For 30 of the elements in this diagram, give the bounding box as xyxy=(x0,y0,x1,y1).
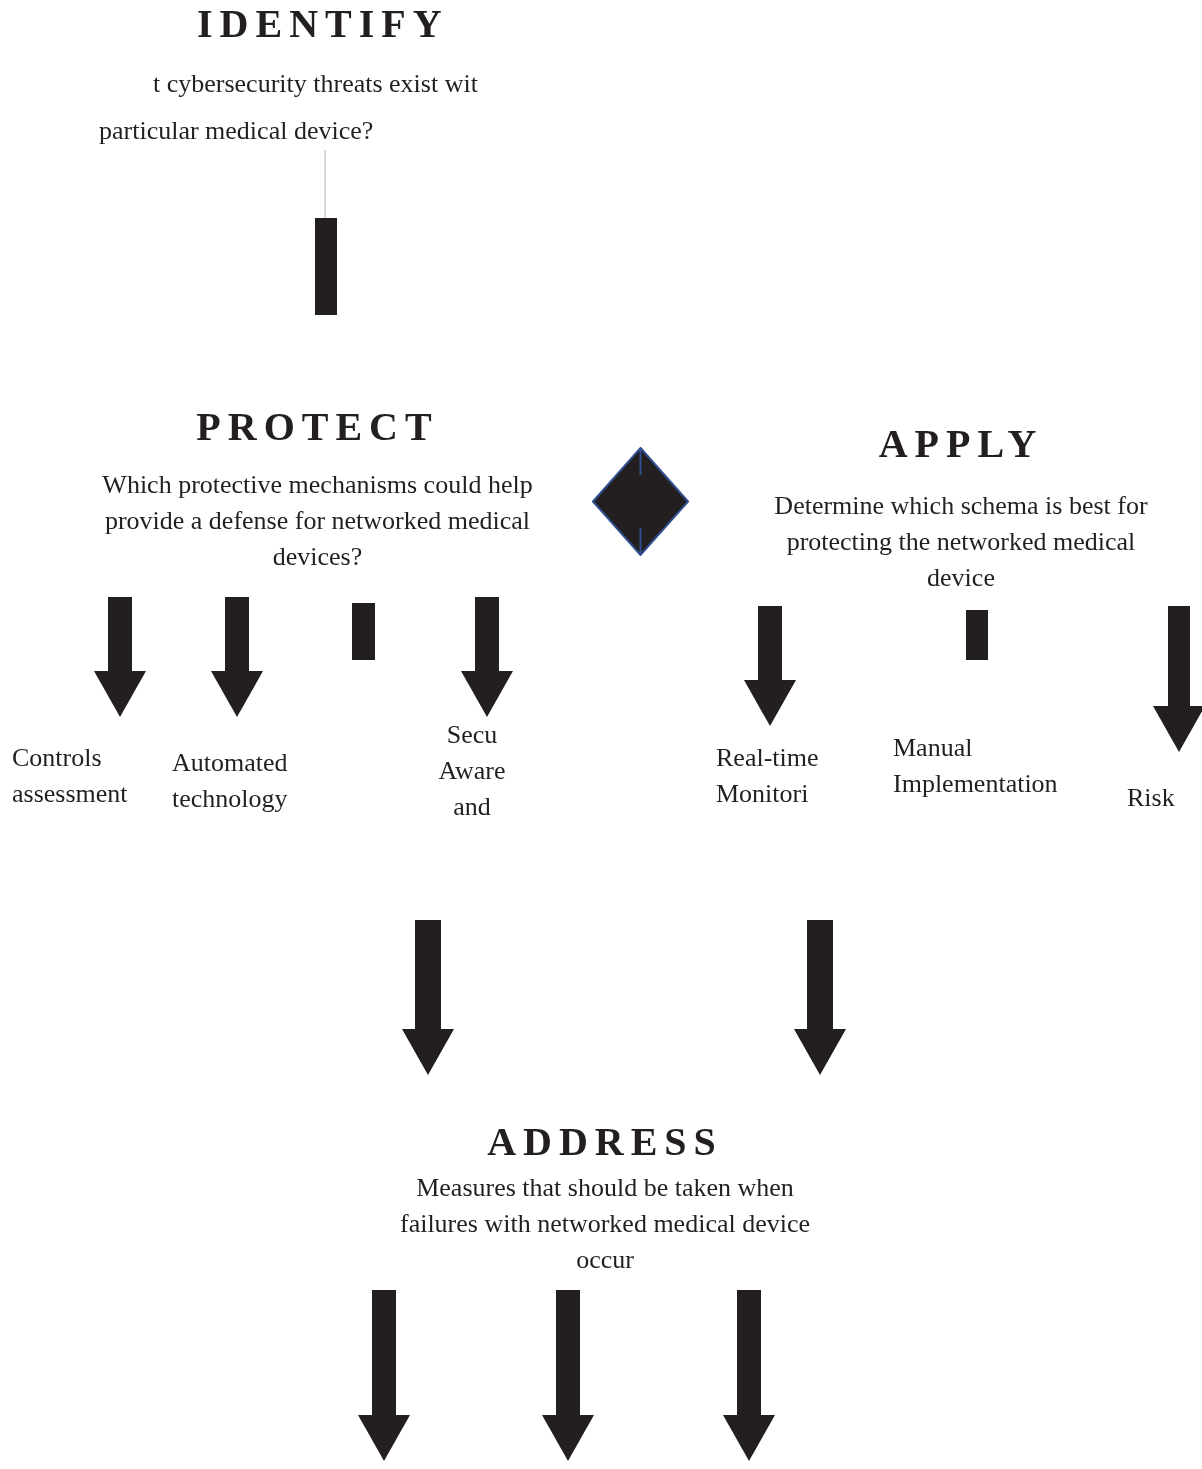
question-text: t cybersecurity threats exist wit xyxy=(153,68,479,100)
block-arrow xyxy=(723,1290,775,1461)
item-label: Real-time Monitori xyxy=(716,726,848,815)
block-arrow xyxy=(542,1290,594,1461)
block-arrow xyxy=(358,1290,410,1461)
block-arrow xyxy=(744,606,796,726)
question-text: particular medical device? xyxy=(99,115,375,147)
block-arrow xyxy=(461,597,513,717)
item-label: Secu Aware and xyxy=(422,717,522,830)
item-label: Risk xyxy=(1127,752,1189,818)
section-heading: IDENTIFY xyxy=(197,2,449,46)
question-text: Which protective mechanisms could help provide a defense for networked medical devices? xyxy=(101,469,534,573)
decision-diamond xyxy=(592,447,689,556)
arrow-stub-bar xyxy=(352,603,375,660)
block-arrow xyxy=(1153,606,1202,752)
block-arrow xyxy=(211,597,263,717)
block-arrow xyxy=(402,920,454,1075)
connector-line xyxy=(324,149,326,219)
item-label: Automated technology xyxy=(172,717,322,820)
task-text: Determine which schema is best for protecting the networked medical device xyxy=(773,490,1149,594)
item-label: Manual Implementation xyxy=(893,730,1105,805)
block-arrow xyxy=(794,920,846,1075)
section-heading: ADDRESS xyxy=(486,1120,724,1164)
block-arrow xyxy=(94,597,146,717)
section-heading: PROTECT xyxy=(195,405,440,449)
description-text: Measures that should be taken when failures with networked medical device occur xyxy=(398,1172,812,1276)
arrow-stub-bar xyxy=(315,218,337,315)
arrow-stub-bar xyxy=(966,610,988,660)
section-heading: APPLY xyxy=(877,422,1045,466)
item-label: Controls assessment xyxy=(12,717,162,815)
